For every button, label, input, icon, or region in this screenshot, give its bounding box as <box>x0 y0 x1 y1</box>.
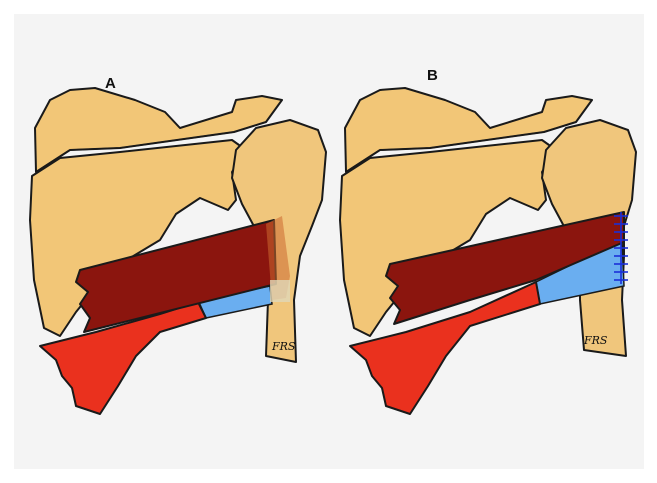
panel-label-b: B <box>427 67 438 84</box>
overlay-pale-a <box>270 280 290 302</box>
panel-a: A FRS <box>30 75 326 414</box>
panel-label-a: A <box>105 75 116 92</box>
signature-b: FRS <box>583 334 608 347</box>
panel-b: B FRS <box>340 67 636 414</box>
signature-a: FRS <box>271 340 296 353</box>
